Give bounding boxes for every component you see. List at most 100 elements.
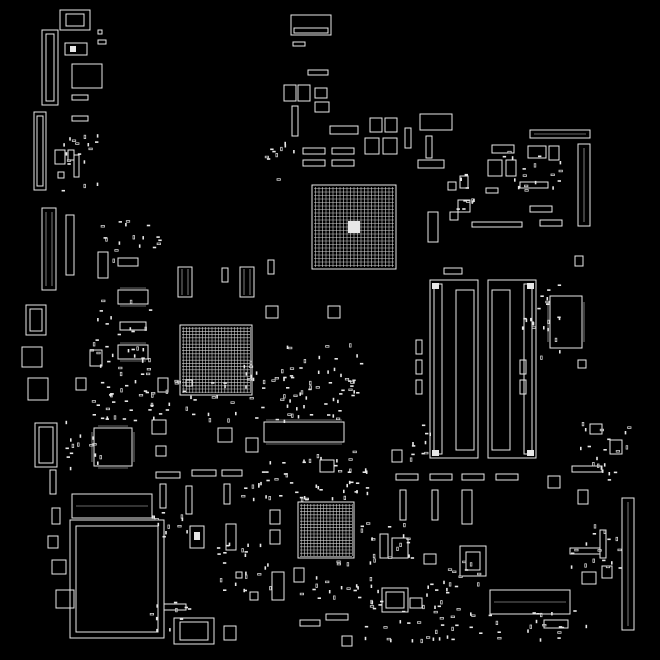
smd-pad xyxy=(536,613,540,615)
smd-pad xyxy=(523,317,527,320)
smd-pad xyxy=(377,589,379,594)
smd-pad xyxy=(279,495,283,497)
smd-pad xyxy=(65,152,68,156)
smd-pad xyxy=(61,189,65,192)
smd-pad xyxy=(286,345,289,349)
smd-pad xyxy=(540,355,543,360)
smd-pad xyxy=(153,416,155,420)
smd-pad xyxy=(118,221,122,223)
smd-pad xyxy=(412,442,414,446)
smd-pad xyxy=(328,382,333,384)
smd-pad xyxy=(92,414,96,416)
smd-pad xyxy=(124,400,129,402)
center-bottom-parts xyxy=(71,469,243,551)
smd-pad xyxy=(584,428,587,432)
smd-pad xyxy=(327,414,331,416)
smd-pad xyxy=(359,362,364,365)
smd-pad xyxy=(432,637,435,641)
smd-pad xyxy=(356,392,360,394)
smd-pad xyxy=(479,632,483,634)
smd-pad xyxy=(125,223,127,227)
smd-pad xyxy=(71,139,77,142)
smd-pad xyxy=(63,143,65,147)
smd-pad xyxy=(252,497,255,502)
smd-pad xyxy=(92,443,97,446)
smd-pad xyxy=(275,418,279,421)
smd-pad xyxy=(158,239,162,242)
smd-pad xyxy=(66,159,72,162)
smd-pad xyxy=(364,625,369,628)
smd-pad xyxy=(99,364,102,368)
smd-pad xyxy=(460,177,462,181)
smd-pad xyxy=(295,491,299,494)
memory-slot-2 xyxy=(487,279,537,459)
smd-pad xyxy=(289,375,294,377)
smd-pad xyxy=(305,498,309,501)
smd-pad xyxy=(161,512,166,514)
smd-pad xyxy=(269,586,272,591)
smd-pad xyxy=(255,417,259,419)
smd-pad xyxy=(570,565,573,569)
smd-pad xyxy=(554,337,558,343)
smd-pad xyxy=(605,565,611,569)
smd-pad xyxy=(71,443,75,449)
smd-pad xyxy=(440,600,443,605)
smd-pad xyxy=(325,580,330,584)
smd-pad xyxy=(502,155,507,158)
smd-pad xyxy=(297,415,300,419)
smd-pad xyxy=(69,466,72,471)
smd-pad xyxy=(424,451,429,455)
smd-pad xyxy=(173,601,178,604)
smd-pad xyxy=(219,578,223,583)
smd-pad xyxy=(125,384,129,387)
smd-pad xyxy=(303,358,307,364)
smd-pad xyxy=(174,382,179,385)
smd-pad xyxy=(343,489,345,494)
smd-pad xyxy=(148,357,151,363)
smd-pad xyxy=(92,342,96,347)
smd-pad xyxy=(547,327,549,332)
smd-pad xyxy=(186,530,188,534)
smd-pad xyxy=(387,526,392,528)
smd-pad xyxy=(106,386,111,388)
smd-pad xyxy=(600,466,603,470)
smd-pad xyxy=(339,393,343,395)
smd-pad xyxy=(112,401,116,403)
smd-pad xyxy=(399,620,402,624)
smd-pad xyxy=(157,522,160,527)
smd-pad xyxy=(435,629,438,635)
smd-pad xyxy=(411,445,416,447)
smd-pad xyxy=(333,367,336,372)
smd-pad xyxy=(117,333,121,336)
smd-pad xyxy=(132,235,136,240)
smd-pad xyxy=(581,421,585,427)
smd-pad xyxy=(450,615,455,619)
smd-pad xyxy=(136,346,139,351)
smd-pad xyxy=(348,380,352,382)
smd-pad xyxy=(275,152,278,158)
smd-pad xyxy=(497,631,501,633)
smd-pad xyxy=(249,360,253,366)
smd-pad xyxy=(77,442,80,447)
smd-pad xyxy=(217,553,221,555)
smd-pad xyxy=(447,568,453,571)
smd-pad xyxy=(143,390,148,392)
smd-pad xyxy=(89,349,94,352)
smd-pad xyxy=(208,418,212,423)
smd-pad xyxy=(65,420,68,425)
smd-pad xyxy=(337,469,343,473)
smd-pad xyxy=(338,410,342,412)
smd-pad xyxy=(341,389,345,392)
smd-pad xyxy=(299,392,301,396)
smd-pad xyxy=(207,412,210,417)
smd-pad xyxy=(372,553,376,559)
smd-pad xyxy=(464,569,469,571)
smd-pad xyxy=(477,582,480,587)
bottom-left-misc xyxy=(235,571,353,647)
smd-pad xyxy=(546,297,549,301)
smd-pad xyxy=(462,560,467,564)
smd-pad xyxy=(103,237,107,239)
smd-pad xyxy=(293,150,295,154)
smd-pad xyxy=(91,400,96,403)
smd-pad xyxy=(613,471,618,474)
